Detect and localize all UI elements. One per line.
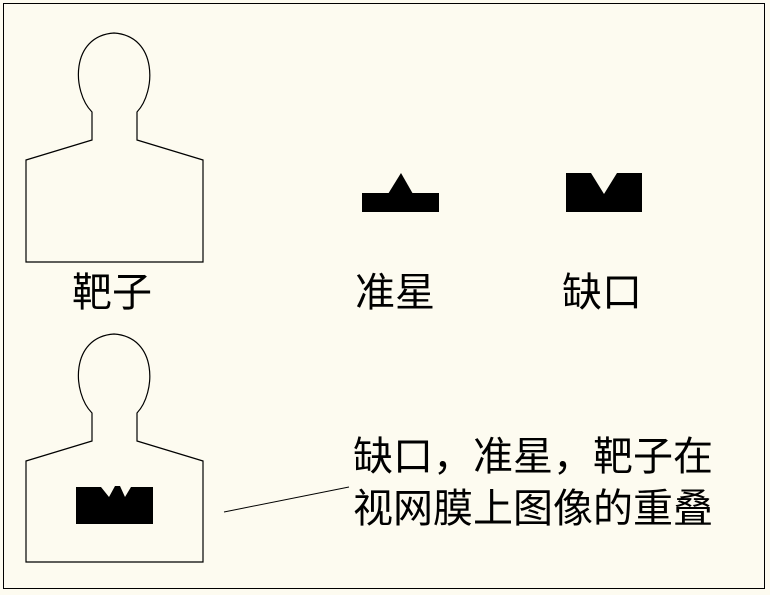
overlap-sight-icon <box>76 486 153 524</box>
target-label: 靶子 <box>72 270 152 316</box>
pointer-line <box>223 486 350 513</box>
overlap-caption: 缺口，准星，靶子在 视网膜上图像的重叠 <box>353 432 713 536</box>
target-silhouette-bottom <box>25 333 204 563</box>
caption-line-1: 缺口，准星，靶子在 <box>353 434 713 480</box>
rear-notch-icon <box>566 173 642 212</box>
caption-line-2: 视网膜上图像的重叠 <box>353 486 713 532</box>
front-sight-icon <box>362 173 439 212</box>
outer-border <box>3 3 765 589</box>
target-silhouette-top <box>25 32 204 263</box>
rear-notch-label: 缺口 <box>562 270 642 316</box>
front-sight-label: 准星 <box>355 270 435 316</box>
